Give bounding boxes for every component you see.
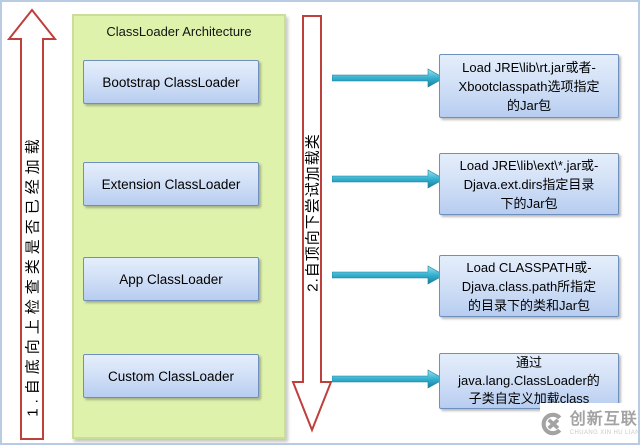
description-line: 通过 (515, 355, 542, 370)
loader-box-app: App ClassLoader (83, 257, 259, 301)
cx-logo-icon (541, 412, 562, 436)
loader-box-extension: Extension ClassLoader (83, 162, 259, 206)
loader-box-label: Custom ClassLoader (107, 368, 235, 384)
loader-box-label: Extension ClassLoader (101, 176, 241, 192)
arrow-right-icon (332, 265, 445, 285)
loader-box-custom: Custom ClassLoader (83, 354, 259, 398)
description-box-bootstrap: Load JRE\lib\rt.jar或者- Xbootclasspath选项指… (439, 54, 619, 118)
description-box-app: Load CLASSPATH或- Djava.class.path所指定 的目录… (439, 255, 619, 317)
description-line: 的目录下的类和Jar包 (467, 297, 591, 313)
watermark-text: 创新互联 CHUANG XIN HU LIAN (569, 411, 640, 437)
down-arrow-label: 2.自顶向下尝试加载类 (304, 133, 322, 292)
description-line: 的Jar包 (506, 97, 552, 113)
loader-box-label: Bootstrap ClassLoader (102, 74, 240, 90)
watermark-subtext: CHUANG XIN HU LIAN (569, 430, 640, 436)
up-arrow-label: 1.自底向上检查类是否已经加载 (24, 134, 42, 417)
description-line: 子类自定义加载class (468, 391, 590, 406)
arrow-up-icon (6, 8, 58, 440)
description-line: Djava.class.path所指定 (461, 278, 597, 294)
arrow-right-icon (332, 369, 445, 389)
description-line: Load JRE\lib\ext\*.jar或- (459, 157, 599, 173)
description-line: Load JRE\lib\rt.jar或者- (462, 59, 596, 75)
description-box-custom: 通过 java.lang.ClassLoader的 子类自定义加载class (439, 353, 619, 409)
description-line: Djava.ext.dirs指定目录 (463, 176, 595, 192)
description-line: Xbootclasspath选项指定 (458, 78, 600, 94)
description-line: java.lang.ClassLoader的 (458, 373, 600, 388)
watermark-brand: 创新互联 (569, 411, 638, 428)
loader-box-label: App ClassLoader (119, 271, 223, 287)
arrow-down-icon (291, 15, 333, 433)
description-line: Load CLASSPATH或- (466, 259, 592, 275)
arrow-right-icon (332, 169, 445, 189)
watermark: 创新互联 CHUANG XIN HU LIAN (540, 403, 640, 443)
description-box-extension: Load JRE\lib\ext\*.jar或- Djava.ext.dirs指… (439, 153, 619, 215)
description-line: 下的Jar包 (500, 195, 558, 211)
panel-title: ClassLoader Architecture (106, 24, 252, 39)
loader-box-bootstrap: Bootstrap ClassLoader (83, 60, 259, 104)
arrow-right-icon (332, 68, 445, 88)
